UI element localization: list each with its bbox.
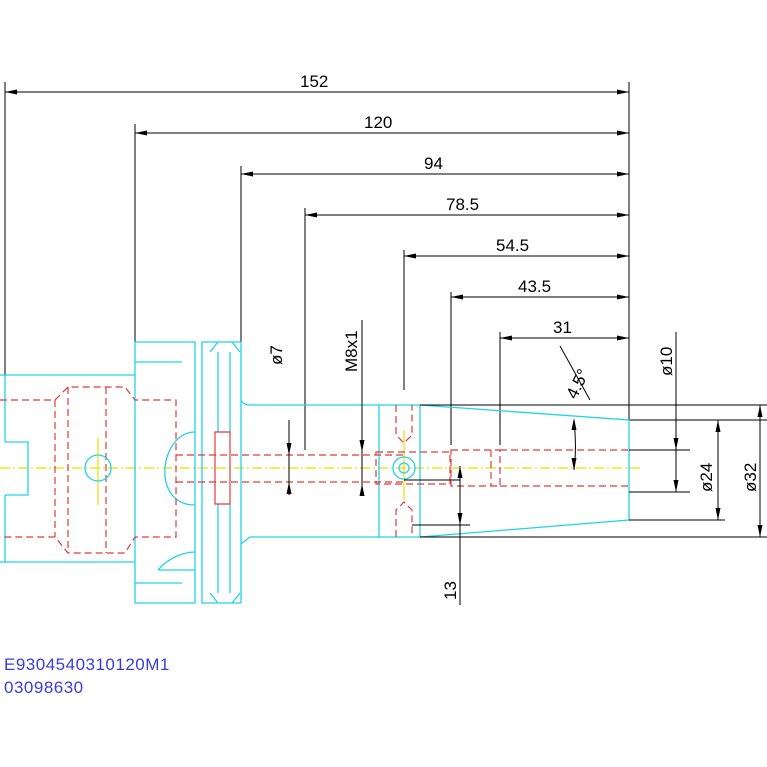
part-number: 03098630 xyxy=(4,678,84,697)
dim-dia10: ø10 xyxy=(657,347,676,376)
dim-13: 13 xyxy=(441,581,460,600)
centerline xyxy=(0,430,640,505)
dim-54-5: 54.5 xyxy=(496,236,529,255)
length-dimensions: 152 120 94 78.5 54.5 43.5 31 xyxy=(4,72,767,450)
dim-dia32: ø32 xyxy=(741,463,760,492)
dim-31: 31 xyxy=(553,318,572,337)
dim-dia24: ø24 xyxy=(697,463,716,492)
dim-m8x1: M8x1 xyxy=(342,330,361,372)
diameter-dimensions: ø7 M8x1 13 4.5° ø10 ø24 xyxy=(267,320,767,605)
dim-dia7: ø7 xyxy=(267,345,286,365)
part-code: E9304540310120M1 xyxy=(4,655,170,674)
hidden-features xyxy=(0,386,629,554)
dim-120: 120 xyxy=(364,113,392,132)
dim-152: 152 xyxy=(300,72,328,91)
holder-outline xyxy=(0,341,630,604)
dim-78-5: 78.5 xyxy=(446,195,479,214)
dim-43-5: 43.5 xyxy=(518,277,551,296)
dim-94: 94 xyxy=(424,154,443,173)
